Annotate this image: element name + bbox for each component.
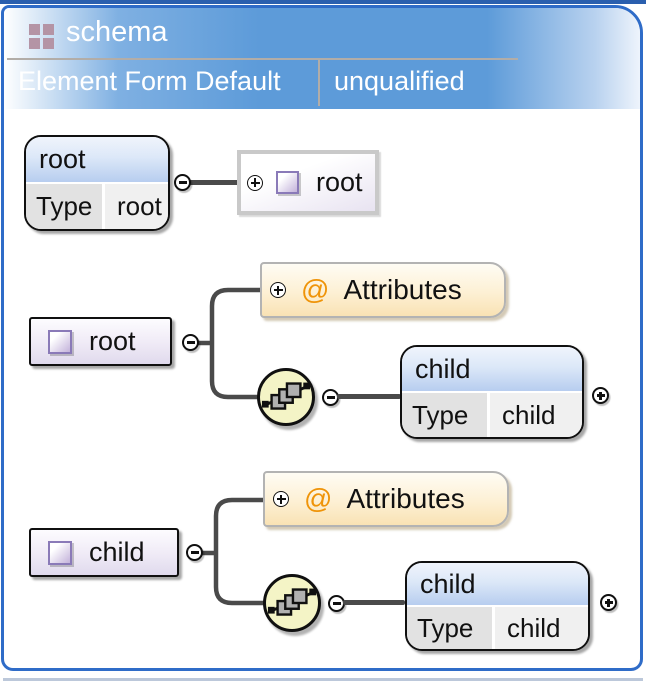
branch-connector	[202, 497, 264, 606]
type-label: Type	[407, 607, 495, 649]
attributes-box[interactable]: @ Attributes	[260, 262, 506, 318]
element-form-default-label: Element Form Default	[18, 66, 281, 96]
element-name: child	[407, 563, 588, 605]
element-name: root	[26, 137, 168, 182]
at-symbol: @	[301, 274, 330, 305]
element-name: child	[89, 537, 145, 567]
window-top-edge	[0, 0, 646, 4]
at-symbol: @	[304, 483, 333, 514]
type-label: Type	[402, 393, 490, 437]
element-name: root	[89, 326, 136, 356]
connector-row3	[343, 600, 405, 605]
attributes-label: Attributes	[343, 274, 462, 305]
window-bottom-edge	[3, 678, 643, 681]
collapse-toggle-icon[interactable]	[174, 174, 191, 191]
collapse-toggle-icon[interactable]	[182, 334, 199, 351]
expand-toggle-icon[interactable]	[270, 282, 286, 298]
connector-row2	[337, 394, 401, 399]
expand-toggle-icon[interactable]	[600, 594, 617, 611]
ref-box-root[interactable]: root	[237, 150, 379, 215]
sequence-icon[interactable]	[263, 574, 321, 632]
element-box-root[interactable]: root Type root	[24, 135, 170, 231]
connector-row1	[189, 180, 239, 185]
ref-element-name: root	[316, 167, 363, 197]
branch-connector	[198, 287, 262, 400]
element-box-child[interactable]: child Type child	[400, 345, 584, 439]
type-label: Type	[26, 184, 105, 229]
schema-grid-icon	[29, 24, 54, 49]
header-property-divider	[318, 60, 320, 106]
sequence-icon[interactable]	[257, 368, 315, 426]
collapse-toggle-icon[interactable]	[186, 544, 203, 561]
expand-toggle-icon[interactable]	[592, 387, 609, 404]
element-box-child-detail[interactable]: child	[29, 528, 179, 577]
type-value[interactable]: child	[490, 393, 582, 437]
element-box-child[interactable]: child Type child	[405, 561, 590, 651]
type-value[interactable]: child	[495, 607, 588, 649]
attributes-label: Attributes	[346, 483, 465, 514]
header-divider	[7, 58, 518, 60]
expand-toggle-icon[interactable]	[273, 491, 289, 507]
attributes-box[interactable]: @ Attributes	[263, 471, 509, 527]
element-box-root-detail[interactable]: root	[29, 317, 172, 366]
element-square-icon	[276, 171, 299, 194]
element-square-icon	[48, 540, 72, 565]
expand-toggle-icon[interactable]	[247, 174, 263, 191]
element-name: child	[402, 347, 582, 391]
schema-title: schema	[66, 16, 168, 48]
element-form-default-value: unqualified	[334, 66, 465, 96]
element-square-icon	[48, 329, 72, 354]
type-value[interactable]: root	[105, 184, 168, 229]
